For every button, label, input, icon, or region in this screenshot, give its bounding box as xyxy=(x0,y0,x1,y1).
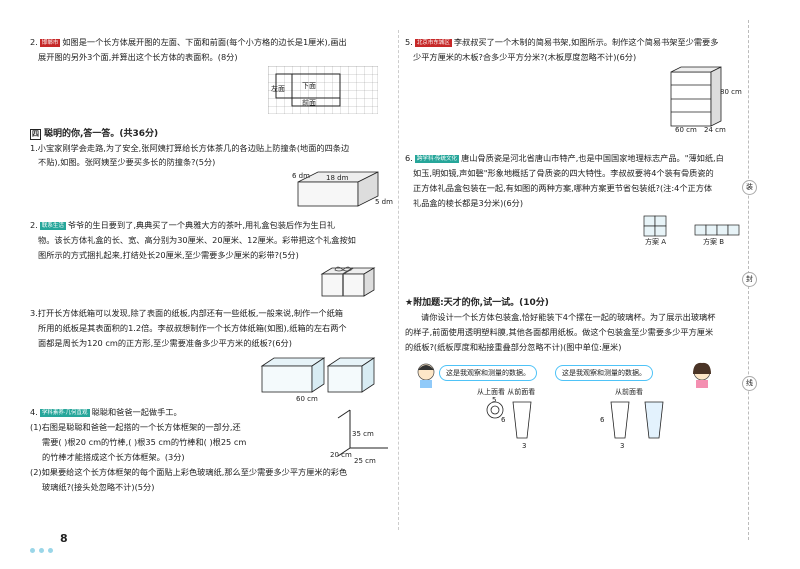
binding-char-1: 装 xyxy=(742,180,757,195)
region-tag: 邯郸市 xyxy=(39,39,61,47)
plan-a-figure xyxy=(643,215,667,237)
q6-line2: 如玉,明如镜,声如磬"形象地概括了骨质瓷的四大特性。李叔叔要将4个装有骨质瓷的 xyxy=(413,168,714,178)
q4-s2a: (2)如果要给这个长方体框架的每个面贴上彩色玻璃纸,那么至少需要多少平方厘米的彩… xyxy=(30,467,348,477)
q4-title: 4.学科素养·几何直观聪聪和爸爸一起做手工。 xyxy=(30,407,182,417)
dim-5dm: 5 dm xyxy=(375,198,393,206)
speech-bubble-2: 这是我观察和测量的数据。 xyxy=(555,365,653,381)
binding-char-2: 封 xyxy=(742,272,757,287)
q3-line3: 面都是周长为120 cm的正方形,至少需要准备多少平方米的纸板?(6分) xyxy=(38,338,292,348)
q5-line1: 5.北京市东城区李叔叔买了一个木制的简易书架,如图所示。制作这个简易书架至少需要… xyxy=(405,37,719,47)
region-tag: 北京市东城区 xyxy=(414,39,452,47)
dim-60cm: 60 cm xyxy=(296,395,318,403)
cup-top-view xyxy=(486,401,532,439)
dim-60cm-shelf: 60 cm xyxy=(675,126,697,134)
q1-line1: 1.小宝家刚学会走路,为了安全,张阿姨打算给长方体茶几的各边贴上防撞条(地面的四… xyxy=(30,143,350,153)
view-label-2: 从前面看 xyxy=(615,388,643,396)
num-5: 5 xyxy=(492,396,497,404)
dim-6dm: 6 dm xyxy=(292,172,310,180)
q6-line1: 6.跨学科·传统文化唐山骨质瓷是河北省唐山市特产,也是中国国家地理标志产品。"薄… xyxy=(405,153,724,163)
plan-b-label: 方案 B xyxy=(703,238,725,246)
net-grid-figure xyxy=(268,66,378,114)
plan-a-label: 方案 A xyxy=(645,238,667,246)
view-label-1: 从上面看 从前面看 xyxy=(477,388,536,396)
frame-figure xyxy=(337,409,388,457)
q5-line2: 少平方厘米的木板?合多少平方分米?(木板厚度忽略不计)(6分) xyxy=(413,52,637,62)
dim-35cm: 35 cm xyxy=(352,430,374,438)
star-icon: ★ xyxy=(405,298,414,308)
q4-s1c: 的竹棒才能搭成这个长方体框架。(3分) xyxy=(42,452,185,462)
num-6b: 6 xyxy=(600,416,605,424)
grid-label-front: 前面 xyxy=(302,99,316,107)
grid-label-bottom: 下面 xyxy=(302,82,316,90)
bonus-line2: 的样子,前面使用透明塑料膜,其他各面都用纸板。做这个包装盒至少需要多少平方厘米 xyxy=(405,327,714,337)
page-dots xyxy=(30,538,57,557)
dim-18dm: 18 dm xyxy=(326,174,349,182)
binding-char-3: 线 xyxy=(742,376,757,391)
coffee-table-figure xyxy=(297,171,379,207)
gift-box-figure xyxy=(320,266,376,297)
bookshelf-figure xyxy=(670,66,722,127)
dim-20cm: 20 cm xyxy=(330,451,352,459)
q2-line2: 展开图的另外3个面,并算出这个长方体的表面积。(8分) xyxy=(38,52,238,62)
dim-24cm: 24 cm xyxy=(704,126,726,134)
q2-line1: 2.邯郸市如图是一个长方体展开图的左面、下面和前面(每个小方格的边长是1厘米),… xyxy=(30,37,347,47)
num-3b: 3 xyxy=(620,442,625,450)
q3-line2: 所用的纸板是其表面积的1.2倍。李叔叔想制作一个长方体纸箱(如图),纸箱的左右两… xyxy=(38,323,347,333)
boy-avatar xyxy=(417,363,435,388)
q4-s1b: 需要( )根20 cm的竹棒,( )根35 cm的竹棒和( )根25 cm xyxy=(42,437,247,447)
culture-tag: 跨学科·传统文化 xyxy=(414,155,460,163)
bonus-heading: ★附加题:天才的你,试一试。(10分) xyxy=(405,298,549,308)
q3-line1: 3.打开长方体纸箱可以发现,除了表面的纸板,内部还有一些纸板,一般来说,制作一个… xyxy=(30,308,343,318)
bonus-line1: 请你设计一个长方体包装盒,恰好能装下4个摞在一起的玻璃杯。为了展示出玻璃杯 xyxy=(421,312,716,322)
num-3: 3 xyxy=(522,442,527,450)
dim-80cm: 80 cm xyxy=(720,88,742,96)
literacy-tag: 学科素养·几何直观 xyxy=(39,409,90,417)
section-index: 四 xyxy=(30,129,41,140)
grid-label-left: 左面 xyxy=(271,85,285,93)
q1-line2: 不贴),如图。张阿姨至少要买多长的防撞条?(5分) xyxy=(38,157,216,167)
speech-bubble-1: 这是我观察和测量的数据。 xyxy=(439,365,537,381)
q6-line4: 礼品盒的棱长都是3分米)(6分) xyxy=(413,198,524,208)
cup-front-view xyxy=(610,401,664,439)
section-4-heading: 四聪明的你,答一答。(共36分) xyxy=(30,129,159,140)
bonus-line3: 的纸板?(纸板厚度和粘接重叠部分忽略不计)(图中单位:厘米) xyxy=(405,342,622,352)
column-divider xyxy=(398,30,399,530)
q2b-line1: 2.联系生活爷爷的生日要到了,典典买了一个典雅大方的茶叶,用礼盒包装后作为生日礼 xyxy=(30,220,336,230)
q4-s2b: 玻璃纸?(接头处忽略不计)(5分) xyxy=(42,482,155,492)
life-tag: 联系生活 xyxy=(39,222,66,230)
q2b-line3: 图所示的方式捆扎起来,打结处长20厘米,至少需要多少厘米的彩带?(5分) xyxy=(38,250,299,260)
plan-b-figure xyxy=(694,224,740,236)
dim-25cm: 25 cm xyxy=(354,457,376,465)
q6-line3: 正方体礼品盒包装在一起,有如图的两种方案,哪种方案更节省包装纸?(注:4个正方体 xyxy=(413,183,713,193)
q4-s1a: (1)右图是聪聪和爸爸一起搭的一个长方体框架的一部分,还 xyxy=(30,422,241,432)
girl-avatar xyxy=(693,362,711,388)
q2b-line2: 物。该长方体礼盒的长、宽、高分别为30厘米、20厘米、12厘米。彩带把这个礼盒按… xyxy=(38,235,356,245)
carton-figure xyxy=(260,357,376,393)
num-6: 6 xyxy=(501,416,506,424)
page-number: 8 xyxy=(60,532,68,545)
